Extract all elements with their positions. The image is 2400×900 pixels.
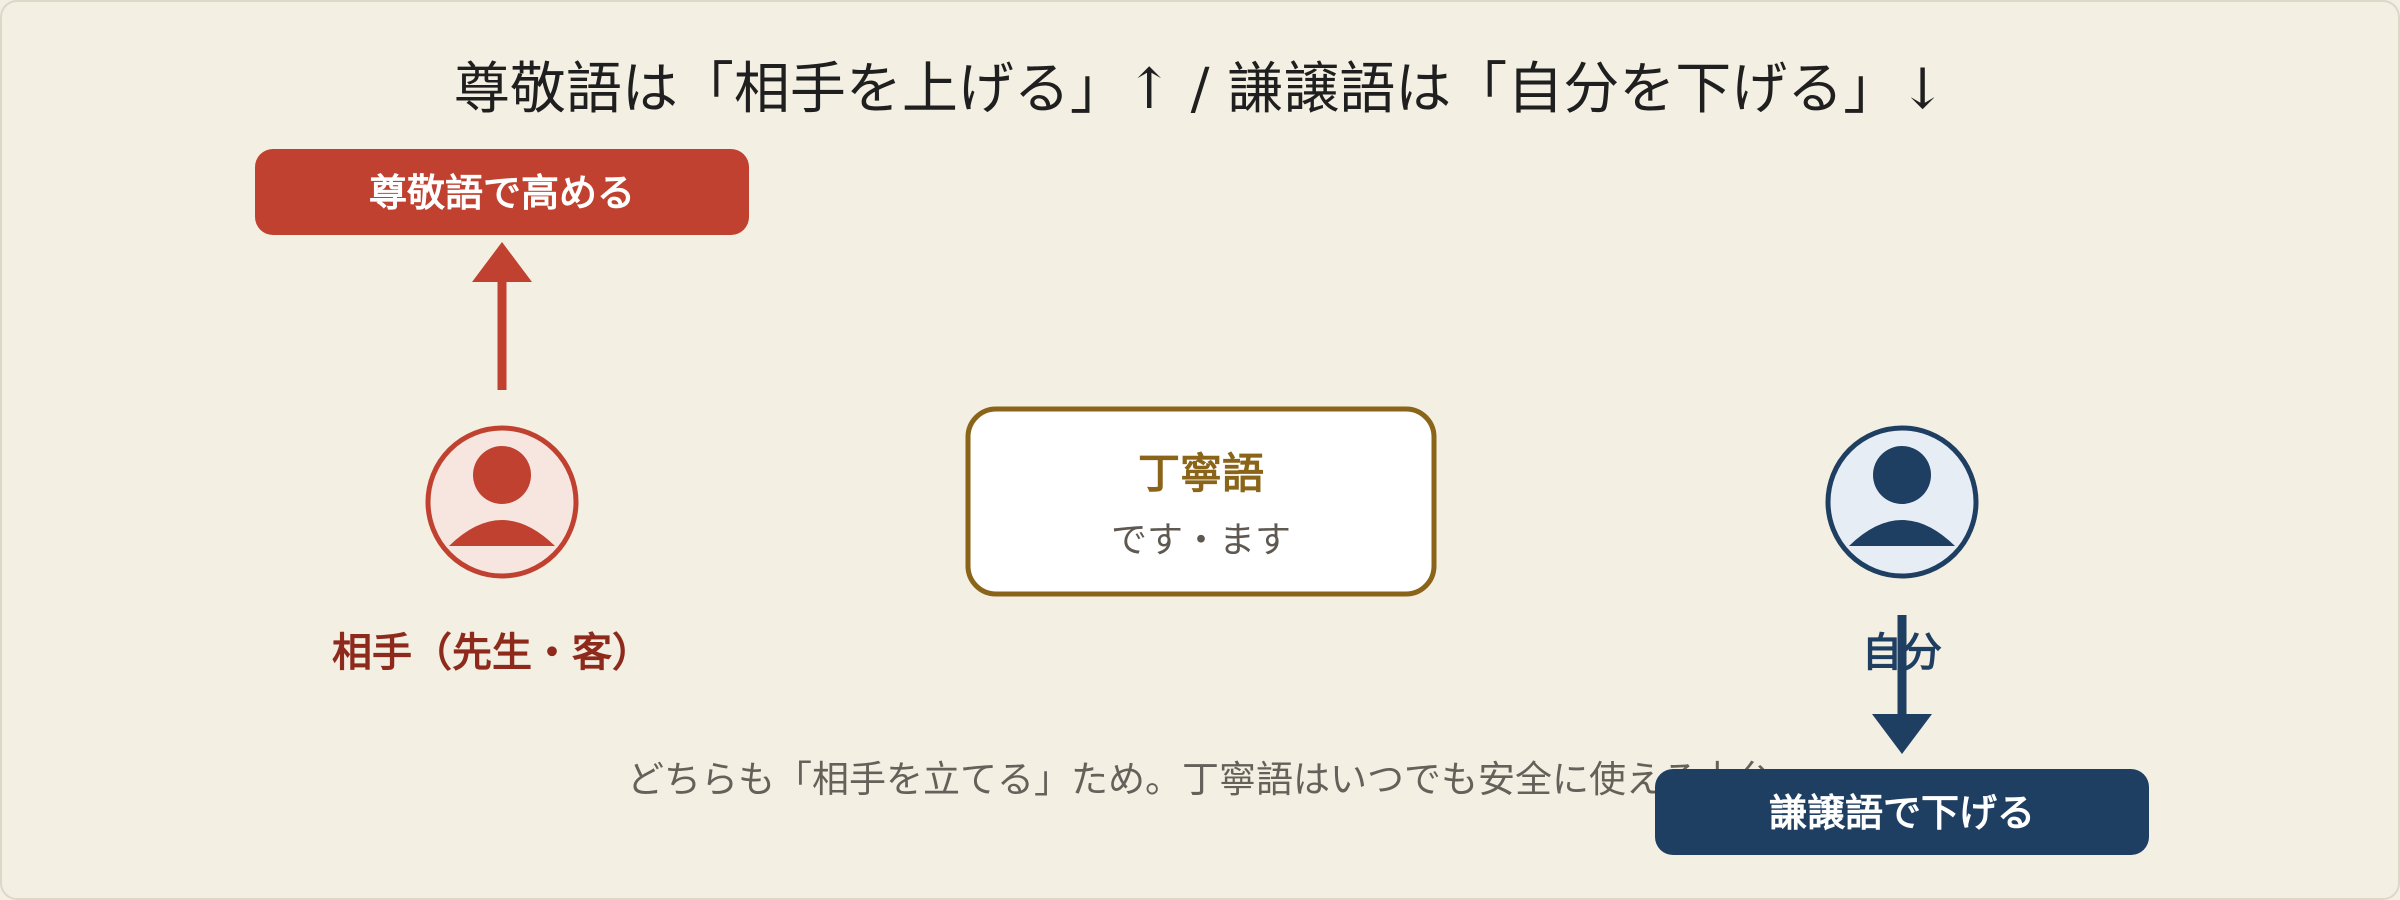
page-title: 尊敬語は「相手を上げる」↑ / 謙譲語は「自分を下げる」↓ [454, 57, 1946, 122]
respect-badge-label: 尊敬語で高める [369, 171, 635, 215]
arrow-down-icon [1872, 615, 1932, 754]
respect-badge [255, 149, 749, 235]
polite-box-frame [965, 406, 1437, 597]
humble-badge-label: 謙譲語で下げる [1769, 791, 2035, 835]
arrow-up-icon [472, 242, 532, 390]
polite-subtitle: です・ます [1111, 520, 1291, 561]
person-icon [1825, 425, 1979, 579]
polite-box: 丁寧語 です・ます [965, 406, 1437, 597]
footer-note: どちらも「相手を立てる」ため。丁寧語はいつでも安全に使える土台 [627, 758, 1773, 801]
respect-group: 尊敬語で高める 相手（先生・客） [255, 149, 749, 676]
polite-title: 丁寧語 [1138, 449, 1264, 498]
humble-badge [1655, 769, 2149, 855]
humble-badge-group: 謙譲語で下げる [1655, 769, 2149, 855]
humble-group: 自分 [1825, 425, 1979, 754]
person-icon [425, 425, 579, 579]
respect-person-label: 相手（先生・客） [332, 630, 652, 676]
